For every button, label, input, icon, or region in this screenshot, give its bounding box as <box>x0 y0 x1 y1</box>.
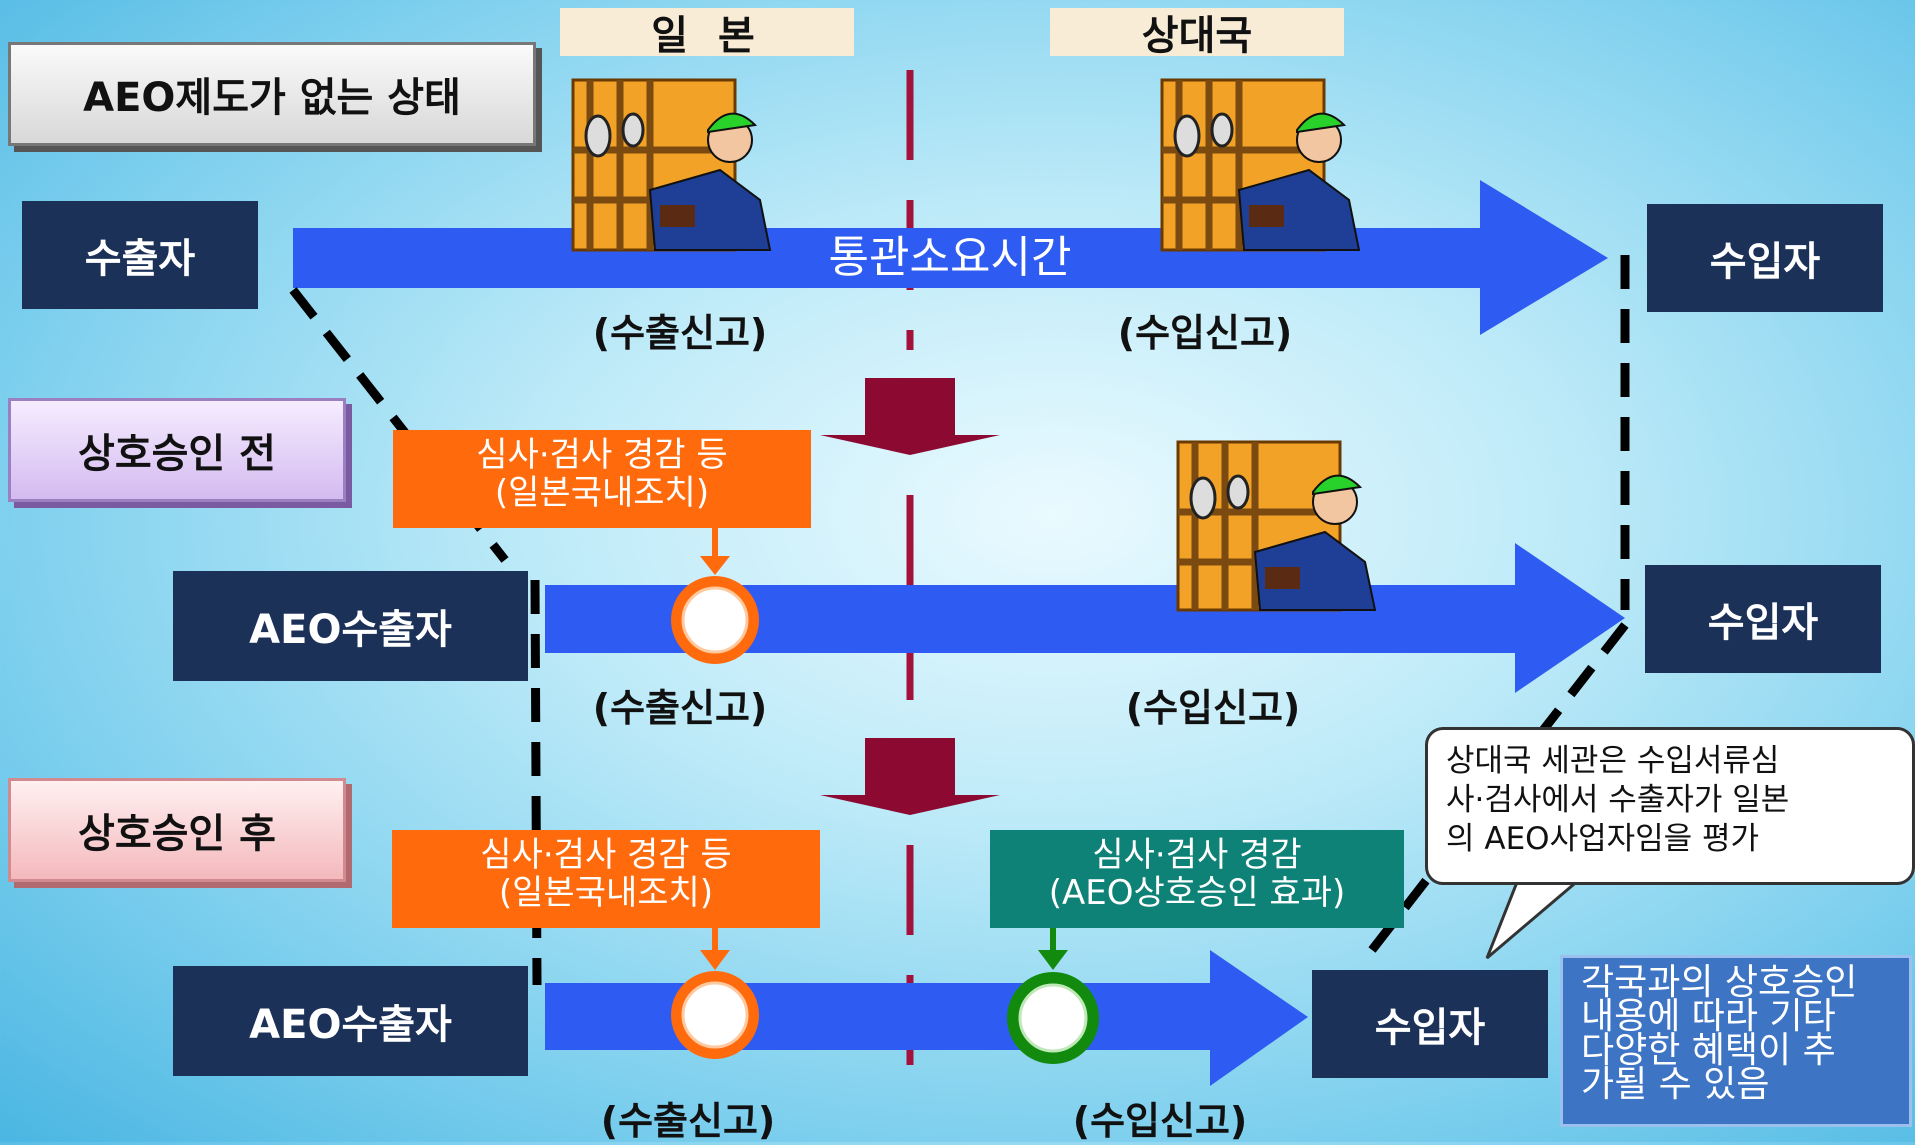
importer-box-2: 수입자 <box>1645 565 1881 673</box>
callout-line3: 의 AEO사업자임을 평가 <box>1446 821 1760 857</box>
note-line2: (일본국내조치) <box>498 873 714 913</box>
inspector-illustration-japan <box>571 78 772 252</box>
dashed-importer-line-b <box>1368 622 1629 953</box>
stage-label-after: 상호승인 후 <box>8 778 346 882</box>
inspector-illustration-partner-2 <box>1176 440 1377 612</box>
diagram-title: AEO제도가 없는 상태 <box>8 42 536 146</box>
benefit-line1: 각국과의 상호승인 <box>1581 962 1858 1003</box>
down-arrow-2 <box>820 738 1000 815</box>
benefit-line2: 내용에 따라 기타 <box>1581 996 1836 1037</box>
country-header-japan: 일 본 <box>560 8 854 59</box>
export-check-circle-2 <box>671 971 759 1059</box>
country-header-partner: 상대국 <box>1050 8 1344 59</box>
export-declaration-3: (수출신고) <box>600 1099 776 1143</box>
callout-line2: 사·검사에서 수출자가 일본 <box>1446 782 1790 818</box>
note-line2: (일본국내조치) <box>494 473 710 513</box>
mutual-recognition-effect-note: 심사·검사 경감 (AEO상호승인 효과) <box>990 830 1404 928</box>
row2-arrow <box>545 543 1625 693</box>
benefit-line4: 가될 수 있음 <box>1581 1064 1770 1105</box>
note-line1: 심사·검사 경감 등 <box>480 835 732 875</box>
clearance-time-label: 통관소요시간 <box>828 232 1072 283</box>
japan-measure-note-2: 심사·검사 경감 등 (일본국내조치) <box>392 830 820 928</box>
aeo-exporter-box-2: AEO수출자 <box>173 966 528 1076</box>
importer-box-1: 수입자 <box>1647 204 1883 312</box>
export-check-circle-1 <box>671 576 759 664</box>
aeo-exporter-box-1: AEO수출자 <box>173 571 528 681</box>
import-declaration-2: (수입신고) <box>1125 686 1301 730</box>
additional-benefits-box: 각국과의 상호승인 내용에 따라 기타 다양한 혜택이 추 가될 수 있음 <box>1560 955 1912 1127</box>
effect-line1: 심사·검사 경감 <box>1092 835 1302 875</box>
row3-arrow <box>545 950 1308 1086</box>
effect-line2: (AEO상호승인 효과) <box>1048 873 1346 913</box>
import-declaration-1: (수입신고) <box>1117 311 1293 355</box>
export-declaration-1: (수출신고) <box>592 311 768 355</box>
exporter-box: 수출자 <box>22 201 258 309</box>
orange-pointer-1 <box>700 528 730 575</box>
partner-customs-callout: 상대국 세관은 수입서류심 사·검사에서 수출자가 일본 의 AEO사업자임을 … <box>1425 727 1915 885</box>
import-declaration-3: (수입신고) <box>1072 1099 1248 1143</box>
importer-box-3: 수입자 <box>1312 970 1548 1078</box>
down-arrow-1 <box>820 378 1000 455</box>
clearance-time-arrow <box>293 180 1608 335</box>
benefit-line3: 다양한 혜택이 추 <box>1581 1030 1836 1071</box>
callout-line1: 상대국 세관은 수입서류심 <box>1446 743 1780 779</box>
import-check-circle <box>1007 972 1099 1064</box>
export-declaration-2: (수출신고) <box>592 686 768 730</box>
note-line1: 심사·검사 경감 등 <box>476 435 728 475</box>
stage-label-before: 상호승인 전 <box>8 398 346 502</box>
inspector-illustration-partner-1 <box>1160 78 1361 252</box>
japan-measure-note-1: 심사·검사 경감 등 (일본국내조치) <box>393 430 811 528</box>
